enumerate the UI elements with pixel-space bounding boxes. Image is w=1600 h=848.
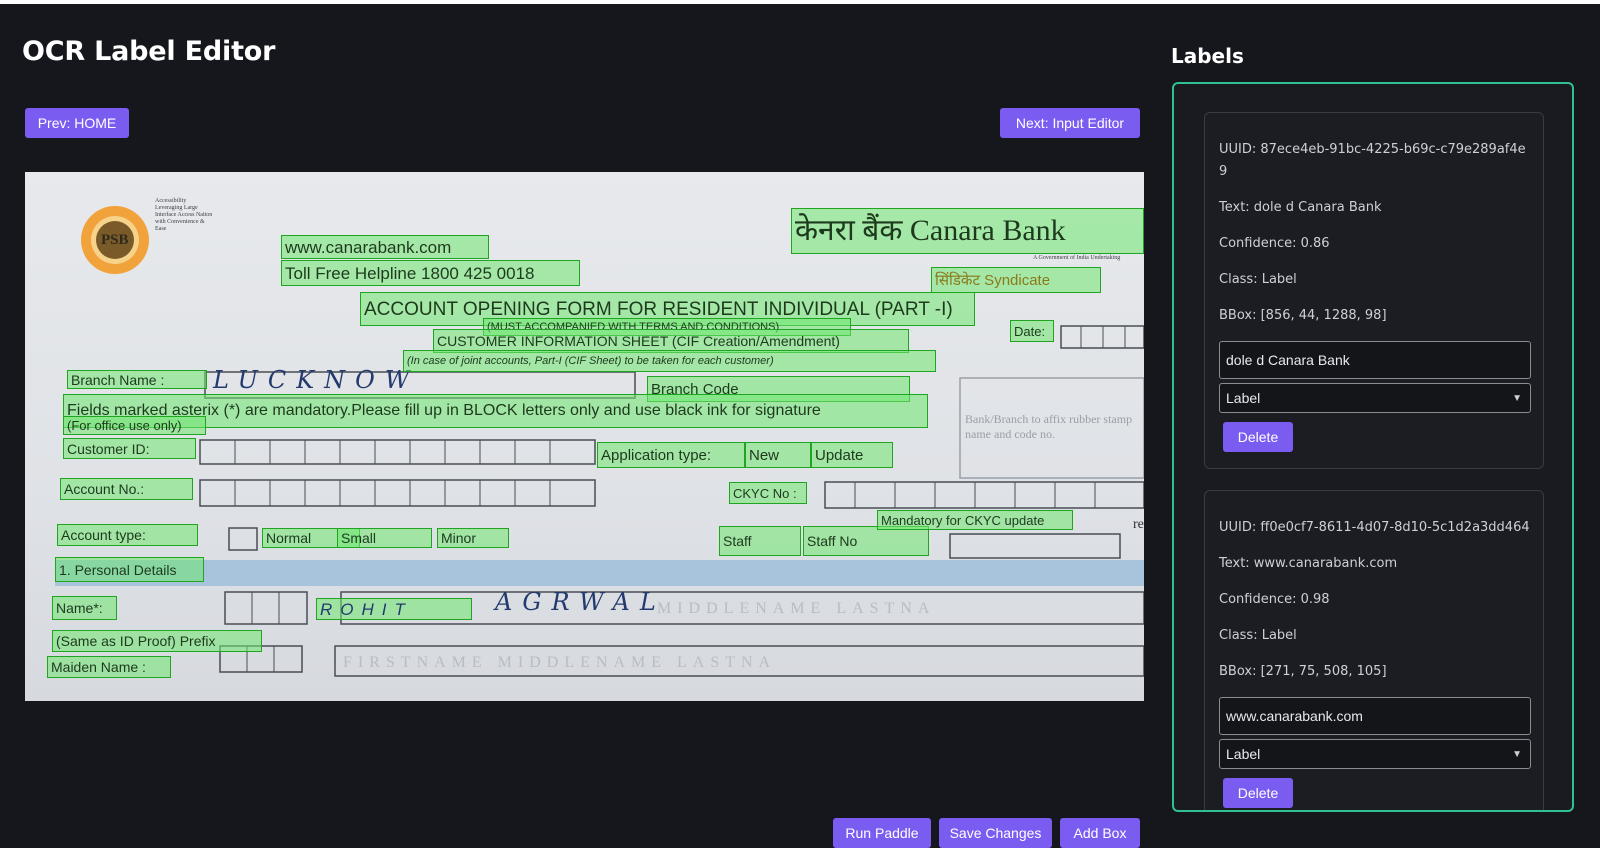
ocr-box[interactable]: सिंडिकेट Syndicate — [931, 267, 1101, 293]
ocr-box[interactable]: Application type: — [597, 442, 745, 468]
logo-caption: Accessibility Leveraging Large Interface… — [155, 198, 213, 232]
label-class: Class: Label — [1219, 628, 1297, 643]
bank-note: Bank/Branch to affix rubber stamp name a… — [965, 412, 1133, 441]
delete-button[interactable]: Delete — [1223, 422, 1293, 452]
ocr-box[interactable]: CUSTOMER INFORMATION SHEET (CIF Creation… — [433, 329, 909, 353]
label-class-select-value: Label — [1226, 390, 1261, 406]
label-card: UUID: 87ece4eb-91bc-4225-b69c-c79e289af4… — [1204, 112, 1544, 469]
save-changes-button[interactable]: Save Changes — [939, 818, 1052, 848]
label-uuid: UUID: 87ece4eb-91bc-4225-b69c-c79e289af4… — [1219, 142, 1526, 179]
ocr-box[interactable]: Fields marked asterix (*) are mandatory.… — [63, 394, 928, 428]
ocr-box[interactable]: (Same as ID Proof) Prefix — [52, 630, 262, 652]
ocr-box[interactable]: (For office use only) — [63, 416, 206, 435]
label-class-select-value: Label — [1226, 746, 1261, 762]
ocr-box[interactable]: Name*: — [52, 596, 117, 620]
chevron-down-icon: ▼ — [1512, 392, 1522, 404]
ocr-box[interactable]: CKYC No : — [729, 482, 807, 504]
top-bar — [0, 0, 1600, 4]
label-text-input[interactable] — [1219, 341, 1531, 379]
label-bbox: BBox: [271, 75, 508, 105] — [1219, 664, 1387, 679]
ocr-box[interactable]: Toll Free Helpline 1800 425 0018 — [281, 260, 580, 286]
ocr-box[interactable]: New — [745, 442, 811, 468]
ocr-box[interactable]: केनरा बैंक Canara Bank — [791, 208, 1144, 254]
run-paddle-button[interactable]: Run Paddle — [833, 818, 931, 848]
psb-logo — [81, 206, 149, 274]
ocr-box[interactable]: Update — [811, 442, 893, 468]
delete-button[interactable]: Delete — [1223, 778, 1293, 808]
ocr-box[interactable]: ROHIT — [316, 598, 472, 620]
ocr-box[interactable]: 1. Personal Details — [55, 557, 204, 582]
ocr-box[interactable]: Minor — [437, 528, 509, 548]
document-background-art — [55, 206, 1144, 677]
prev-home-button[interactable]: Prev: HOME — [25, 108, 129, 138]
logo-text: PSB — [101, 232, 129, 248]
ocr-box[interactable]: Normal — [262, 528, 360, 548]
chevron-down-icon: ▼ — [1512, 748, 1522, 760]
ocr-box[interactable]: Date: — [1010, 320, 1054, 342]
page-title: OCR Label Editor — [22, 36, 276, 67]
ocr-box[interactable]: Account No.: — [60, 478, 193, 500]
handwritten-branch: LUCKNOW — [213, 366, 420, 394]
maiden-placeholder: FIRSTNAME MIDDLENAME LASTNA — [343, 654, 777, 671]
label-bbox: BBox: [856, 44, 1288, 98] — [1219, 308, 1387, 323]
name-placeholder: MIDDLENAME LASTNA — [657, 600, 936, 617]
labels-heading: Labels — [1171, 44, 1244, 68]
label-text: Text: www.canarabank.com — [1219, 556, 1398, 571]
bank-subtitle: A Government of India Undertaking — [1033, 255, 1121, 261]
label-class: Class: Label — [1219, 272, 1297, 287]
label-confidence: Confidence: 0.98 — [1219, 592, 1330, 607]
label-confidence: Confidence: 0.86 — [1219, 236, 1330, 251]
personal-details-band — [55, 560, 1144, 586]
label-text: Text: dole d Canara Bank — [1219, 200, 1382, 215]
label-uuid: UUID: ff0e0cf7-8611-4d07-8d10-5c1d2a3dd4… — [1219, 520, 1530, 535]
ocr-box[interactable]: Mandatory for CKYC update — [877, 510, 1073, 530]
request-text: request) — [1133, 517, 1144, 532]
ocr-box[interactable]: Maiden Name : — [47, 656, 171, 678]
add-box-button[interactable]: Add Box — [1060, 818, 1140, 848]
next-input-editor-button[interactable]: Next: Input Editor — [1000, 108, 1140, 138]
ocr-box[interactable]: Staff No — [803, 526, 929, 556]
label-class-select[interactable]: Label ▼ — [1219, 383, 1531, 413]
ocr-box[interactable]: www.canarabank.com — [281, 235, 489, 259]
labels-panel[interactable]: UUID: 87ece4eb-91bc-4225-b69c-c79e289af4… — [1172, 82, 1574, 812]
document-image[interactable]: Accessibility Leveraging Large Interface… — [25, 172, 1144, 701]
ocr-box[interactable]: Account type: — [57, 524, 198, 546]
form-cell-dividers — [234, 326, 1126, 672]
ocr-box[interactable]: (In case of joint accounts, Part-I (CIF … — [403, 350, 936, 372]
handwritten-last-name: AGRWAL — [495, 588, 666, 616]
label-card: UUID: ff0e0cf7-8611-4d07-8d10-5c1d2a3dd4… — [1204, 490, 1544, 810]
ocr-box[interactable]: Staff — [719, 526, 801, 556]
ocr-box[interactable]: Small — [337, 528, 432, 548]
label-text-input[interactable] — [1219, 697, 1531, 735]
label-class-select[interactable]: Label ▼ — [1219, 739, 1531, 769]
ocr-box[interactable]: Customer ID: — [63, 438, 196, 459]
ocr-box[interactable]: Branch Name : — [67, 370, 207, 389]
